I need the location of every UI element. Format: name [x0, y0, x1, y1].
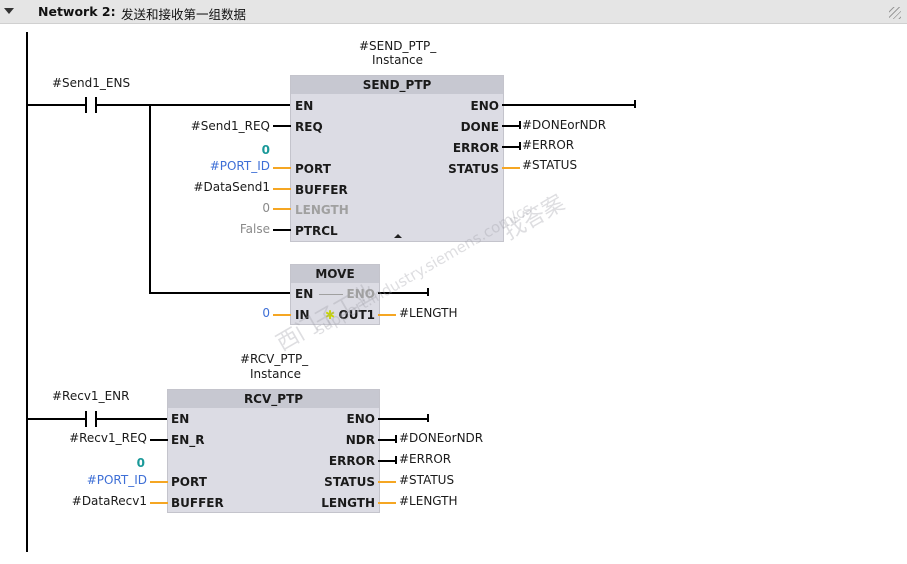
data-wire — [502, 167, 520, 169]
send-ptp-instance[interactable]: #SEND_PTP_ — [359, 39, 437, 53]
send-req-operand[interactable]: #Send1_REQ — [190, 119, 270, 133]
send-ptp-block[interactable]: SEND_PTP EN REQ PORT BUFFER LENGTH PTRCL… — [290, 75, 504, 242]
wire-end — [395, 456, 397, 464]
wire — [27, 104, 87, 106]
watermark-text: 找答案 — [499, 190, 570, 246]
wire-end — [395, 435, 397, 443]
data-wire — [273, 167, 291, 169]
send-port-operand[interactable]: #PORT_ID — [209, 159, 270, 173]
data-wire — [273, 314, 291, 316]
pin-eno[interactable]: ENO — [470, 99, 499, 113]
rcv-ptp-instance[interactable]: #RCV_PTP_ — [240, 352, 309, 366]
wire — [502, 125, 520, 127]
move-title: MOVE — [291, 265, 379, 283]
network-comment[interactable]: 发送和接收第一组数据 — [121, 7, 247, 22]
data-wire — [378, 481, 396, 483]
expand-block-icon[interactable] — [394, 234, 402, 238]
pin-eno[interactable]: ENO — [346, 412, 375, 426]
rcv-error-operand[interactable]: #ERROR — [399, 452, 452, 466]
wire-end — [519, 121, 521, 129]
wire — [27, 418, 87, 420]
move-block[interactable]: MOVE EN IN ENO OUT1 ✱ — [290, 264, 380, 325]
wire — [149, 292, 291, 294]
branch-wire — [149, 104, 151, 294]
eno-wire — [378, 418, 428, 420]
data-wire — [150, 502, 168, 504]
contact-bar-left — [85, 97, 87, 113]
network-title: Network 2: — [38, 4, 116, 19]
data-wire — [273, 188, 291, 190]
pin-length[interactable]: LENGTH — [295, 203, 349, 217]
wire-end — [427, 288, 429, 296]
send-error-operand[interactable]: #ERROR — [522, 138, 575, 152]
rcv-length-operand[interactable]: #LENGTH — [399, 494, 458, 508]
en-eno-link — [319, 294, 343, 295]
pin-eno[interactable]: ENO — [346, 287, 375, 301]
pin-error[interactable]: ERROR — [452, 141, 499, 155]
send-ptp-instance-line2: Instance — [372, 53, 424, 67]
wire — [378, 460, 396, 462]
resize-grip-icon[interactable] — [889, 7, 901, 19]
pin-out1[interactable]: OUT1 — [338, 308, 375, 322]
rcv-port-operand[interactable]: #PORT_ID — [86, 473, 147, 487]
pin-en-r[interactable]: EN_R — [171, 433, 205, 447]
recv-enable-operand[interactable]: #Recv1_ENR — [52, 389, 130, 403]
pin-in[interactable]: IN — [295, 308, 310, 322]
pin-done[interactable]: DONE — [460, 120, 499, 134]
left-power-rail — [26, 32, 28, 552]
pin-en[interactable]: EN — [171, 412, 190, 426]
data-wire — [150, 481, 168, 483]
rcv-ptp-instance-line2: Instance — [250, 367, 302, 381]
pin-buffer[interactable]: BUFFER — [171, 496, 224, 510]
pin-port[interactable]: PORT — [295, 162, 331, 176]
rcv-ptp-block[interactable]: RCV_PTP EN EN_R PORT BUFFER ENO NDR ERRO… — [167, 389, 380, 513]
move-out1-operand[interactable]: #LENGTH — [399, 306, 458, 320]
collapse-triangle-icon[interactable] — [4, 8, 14, 14]
eno-wire — [502, 104, 635, 106]
pin-error[interactable]: ERROR — [328, 454, 375, 468]
wire — [378, 439, 396, 441]
send-ptrcl-operand[interactable]: False — [239, 222, 270, 236]
send-length-operand[interactable]: 0 — [262, 201, 270, 215]
wire — [502, 146, 520, 148]
add-output-star-icon[interactable]: ✱ — [325, 308, 336, 322]
send-buffer-operand[interactable]: #DataSend1 — [193, 180, 270, 194]
pin-buffer[interactable]: BUFFER — [295, 183, 348, 197]
pin-length[interactable]: LENGTH — [321, 496, 375, 510]
rcv-ndr-operand[interactable]: #DONEorNDR — [399, 431, 484, 445]
wire — [378, 292, 428, 294]
wire — [273, 125, 291, 127]
contact-bar-left — [85, 411, 87, 427]
data-wire — [273, 208, 291, 210]
send-status-operand[interactable]: #STATUS — [522, 158, 578, 172]
pin-status[interactable]: STATUS — [448, 162, 499, 176]
pin-port[interactable]: PORT — [171, 475, 207, 489]
pin-ptrcl[interactable]: PTRCL — [295, 224, 338, 238]
pin-en[interactable]: EN — [295, 99, 314, 113]
rcv-ptp-title: RCV_PTP — [168, 390, 379, 408]
rcv-buffer-operand[interactable]: #DataRecv1 — [71, 494, 147, 508]
data-wire — [378, 314, 396, 316]
wire-end — [427, 414, 429, 422]
pin-en[interactable]: EN — [295, 287, 314, 301]
send-ptp-title: SEND_PTP — [291, 76, 503, 94]
network-header[interactable]: Network 2: 发送和接收第一组数据 — [0, 0, 907, 24]
wire — [95, 104, 291, 106]
data-wire — [378, 502, 396, 504]
send-done-operand[interactable]: #DONEorNDR — [522, 118, 607, 132]
wire — [95, 418, 167, 420]
pin-req[interactable]: REQ — [295, 120, 323, 134]
rcv-status-operand[interactable]: #STATUS — [399, 473, 455, 487]
wire — [150, 439, 168, 441]
wire-end — [634, 100, 636, 108]
pin-status[interactable]: STATUS — [324, 475, 375, 489]
recv-req-operand[interactable]: #Recv1_REQ — [69, 431, 147, 445]
wire — [273, 229, 291, 231]
pin-ndr[interactable]: NDR — [345, 433, 375, 447]
rcv-port-constant: 0 — [136, 456, 145, 470]
port-constant: 0 — [261, 143, 270, 157]
wire-end — [519, 142, 521, 150]
move-in-operand[interactable]: 0 — [262, 306, 270, 320]
send-enable-operand[interactable]: #Send1_ENS — [52, 76, 131, 90]
